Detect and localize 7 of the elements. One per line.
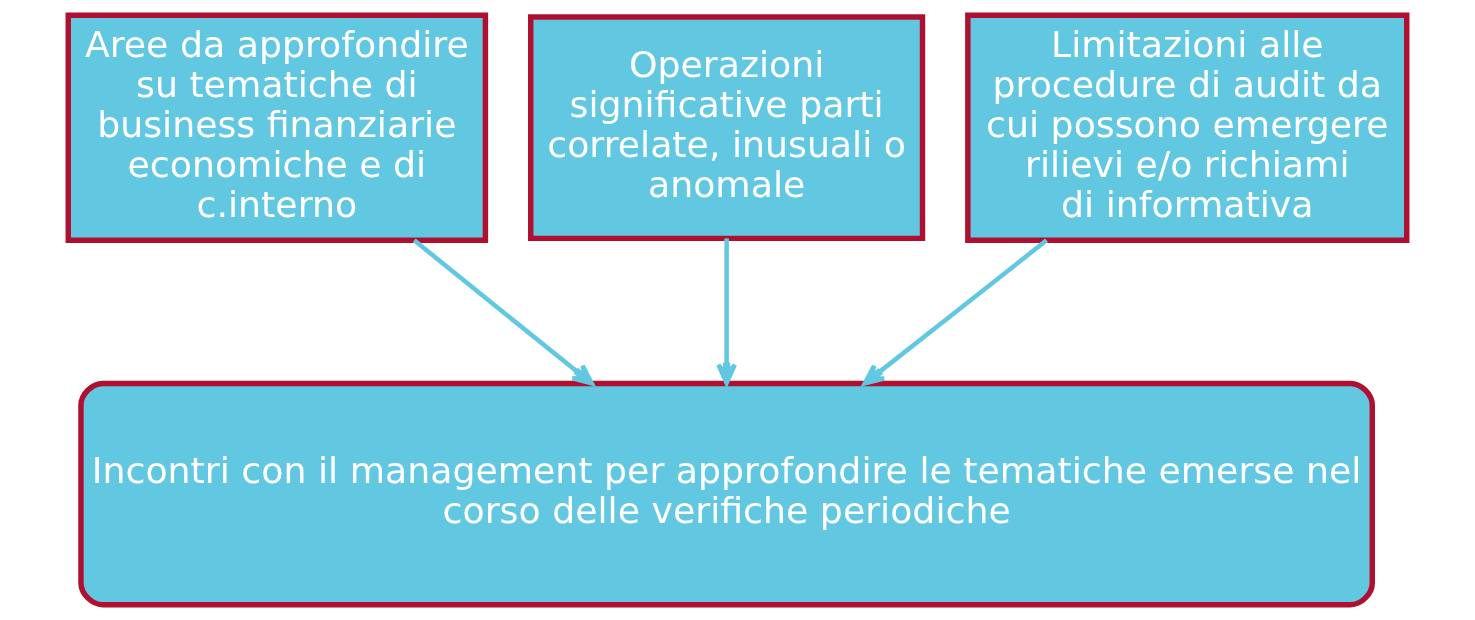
arrow (716, 238, 738, 386)
node-box: Aree da approfondire su tematiche di business finanziarie economiche e di c.interno (65, 12, 489, 243)
node-box: Incontri con il management per approfondire le tematiche emerse nel corso delle verifiche periodiche (78, 380, 1375, 608)
arrow (862, 238, 1048, 386)
node-box: Operazioni significative parti correlate, inusuali o anomale (528, 14, 926, 242)
arrow (412, 238, 594, 386)
node-box: Limitazioni alle procedure di audit da cui possono emergere rilievi e/o richiami di informativa (965, 12, 1410, 243)
